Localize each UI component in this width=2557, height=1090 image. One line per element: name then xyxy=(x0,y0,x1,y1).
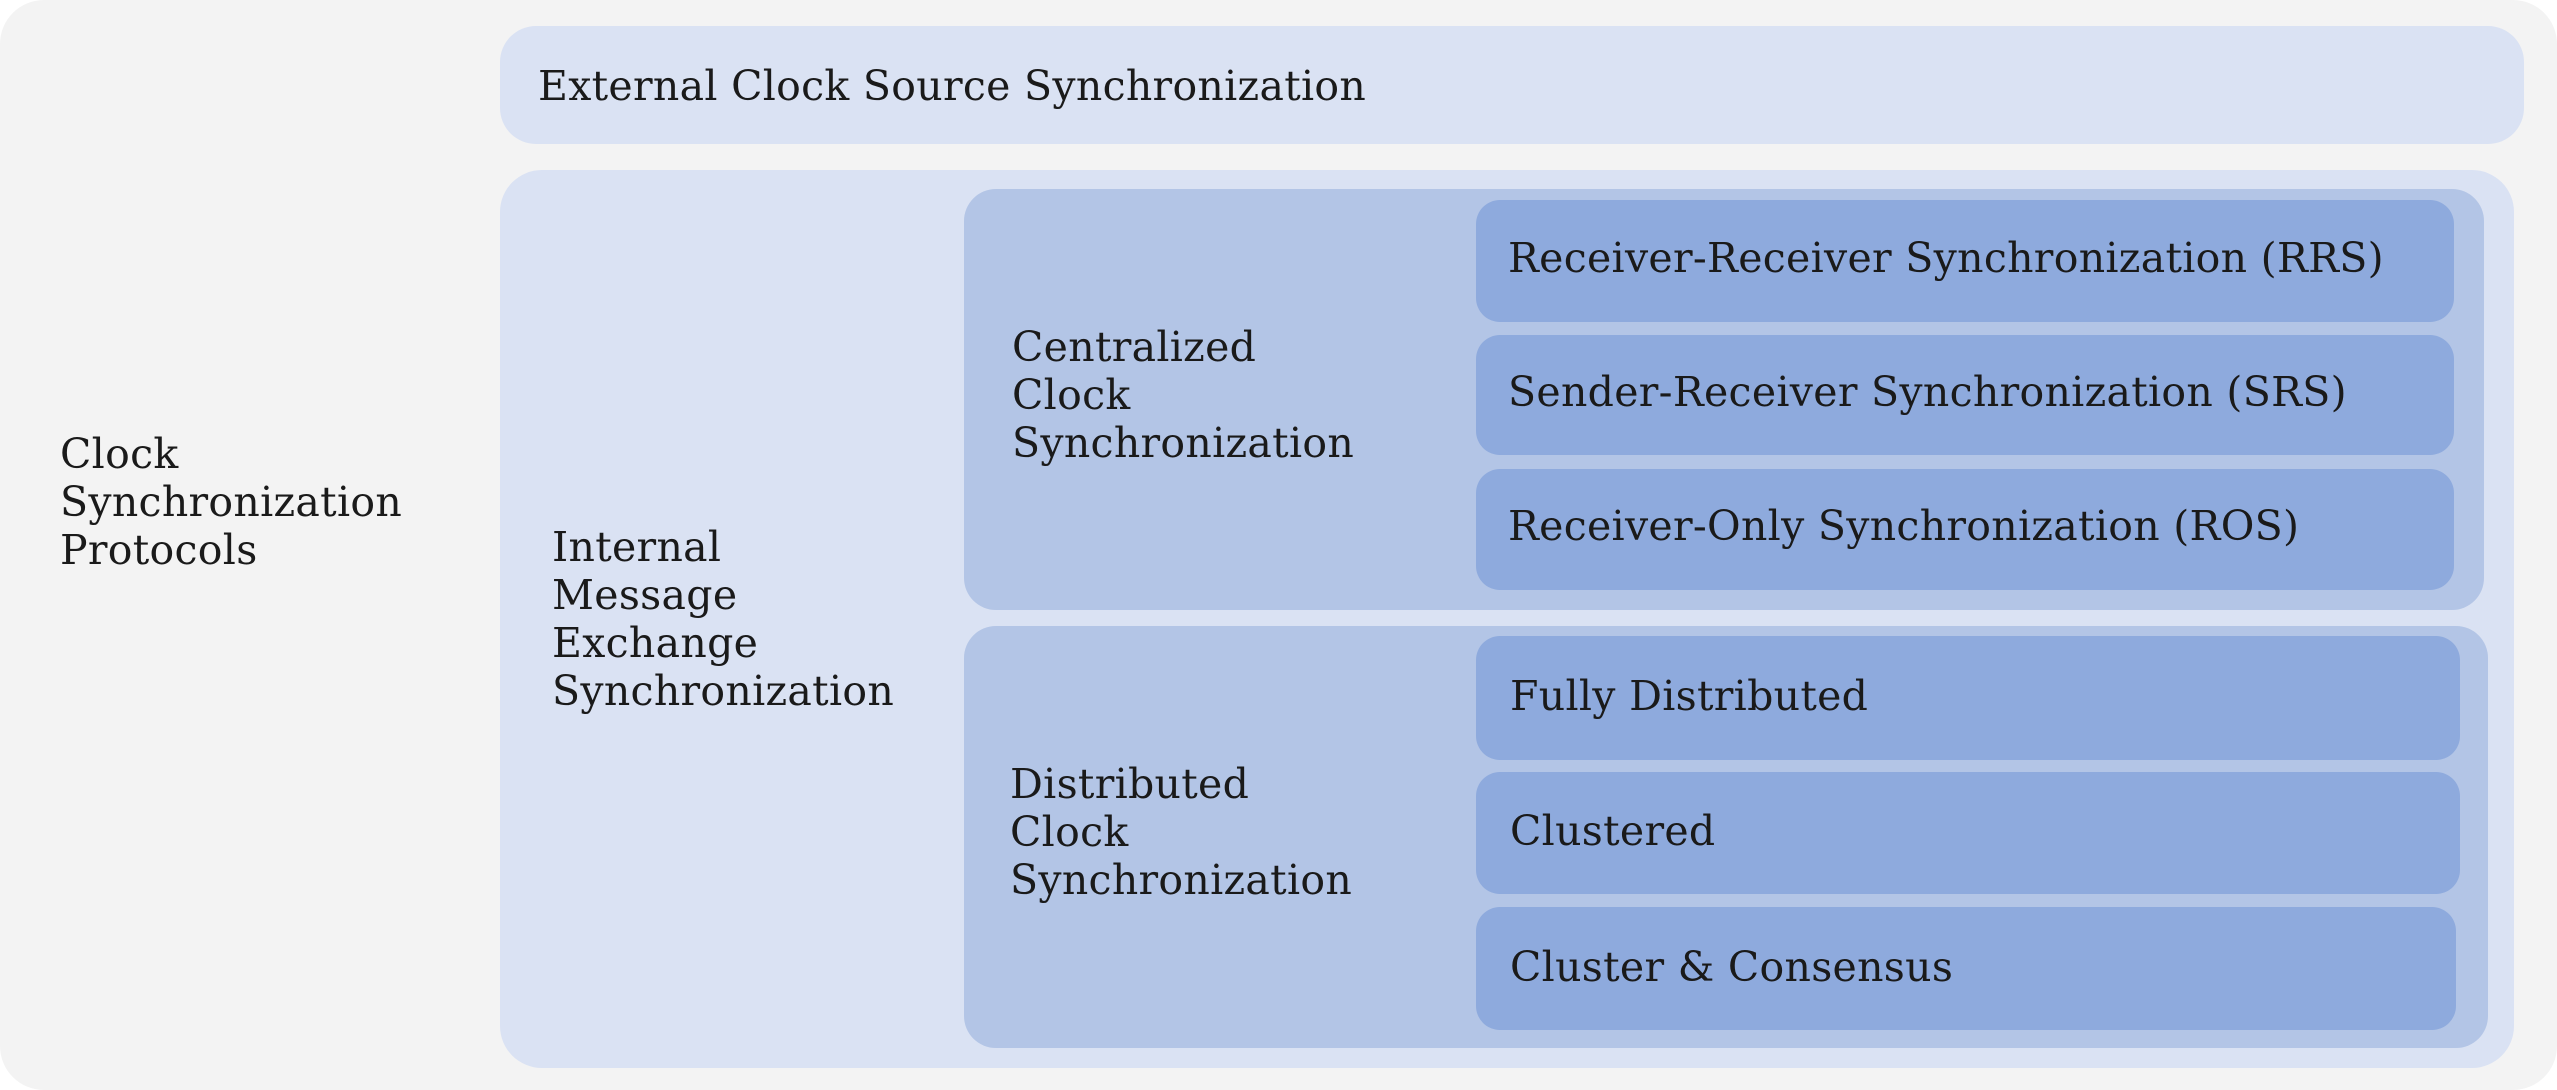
rrs-box: Receiver-Receiver Synchronization (RRS) xyxy=(1476,200,2454,322)
root-label: Clock Synchronization Protocols xyxy=(60,430,403,574)
ros-box: Receiver-Only Synchronization (ROS) xyxy=(1476,469,2454,590)
internal-message-exchange-label: Internal Message Exchange Synchronizatio… xyxy=(552,523,895,715)
srs-label: Sender-Receiver Synchronization (SRS) xyxy=(1508,368,2347,416)
distributed-clock-sync-label: Distributed Clock Synchronization xyxy=(1010,760,1353,904)
external-clock-source-label: External Clock Source Synchronization xyxy=(538,62,1367,110)
fully-distributed-label: Fully Distributed xyxy=(1510,672,1869,720)
ros-label: Receiver-Only Synchronization (ROS) xyxy=(1508,502,2300,550)
clustered-label: Clustered xyxy=(1510,807,1716,855)
cluster-consensus-box: Cluster & Consensus xyxy=(1476,907,2456,1030)
centralized-clock-sync-label: Centralized Clock Synchronization xyxy=(1012,323,1355,467)
srs-box: Sender-Receiver Synchronization (SRS) xyxy=(1476,335,2454,455)
fully-distributed-box: Fully Distributed xyxy=(1476,636,2460,760)
external-clock-source-box: External Clock Source Synchronization xyxy=(500,26,2524,144)
clustered-box: Clustered xyxy=(1476,772,2460,894)
cluster-consensus-label: Cluster & Consensus xyxy=(1510,943,1954,991)
rrs-label: Receiver-Receiver Synchronization (RRS) xyxy=(1508,234,2384,282)
